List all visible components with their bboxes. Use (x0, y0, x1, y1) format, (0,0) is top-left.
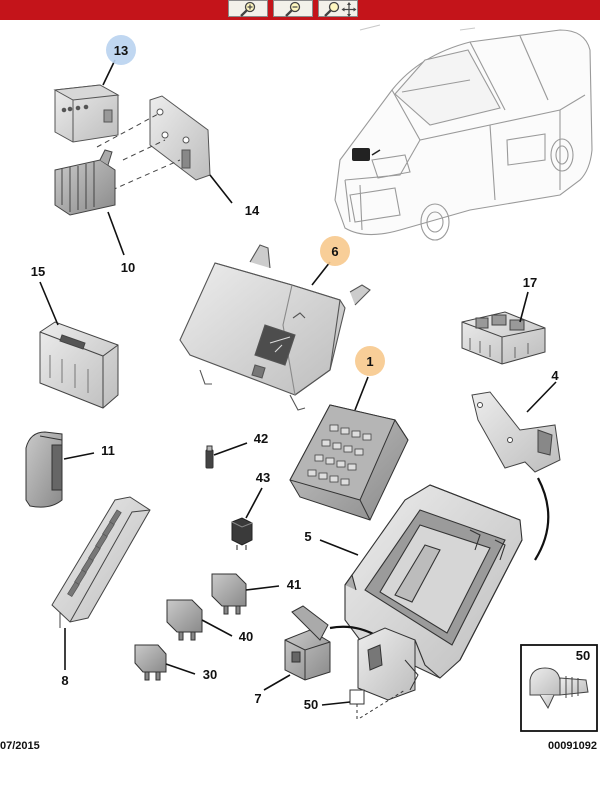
callout-15[interactable]: 15 (31, 264, 45, 279)
callout-40[interactable]: 40 (239, 629, 253, 644)
part-30-fuse (134, 644, 167, 681)
part-8-fuse-strip (51, 496, 151, 628)
magnifier-plus-icon (240, 1, 256, 17)
footer-reference: 00091092 (548, 740, 597, 752)
callout-11[interactable]: 11 (101, 443, 115, 458)
callout-43[interactable]: 43 (256, 470, 270, 485)
leader-7 (263, 674, 291, 691)
part-1-fusebox (289, 404, 409, 521)
magnifier-move-icon (324, 1, 357, 17)
callout-10[interactable]: 10 (121, 260, 135, 275)
leader-15 (39, 281, 59, 326)
part-15-module (39, 321, 119, 409)
leader-40 (201, 619, 233, 637)
leader-50 (321, 701, 351, 706)
part-43-relay (231, 517, 253, 550)
inset-50-fastener (520, 644, 598, 732)
part-5-mount (357, 627, 419, 701)
pan-zoom-button[interactable] (318, 0, 358, 17)
callout-5[interactable]: 5 (304, 529, 311, 544)
leader-17 (519, 291, 529, 323)
part-17-relay-block (461, 311, 546, 365)
part-11-cover (25, 431, 63, 508)
leader-1 (354, 376, 369, 411)
callout-4[interactable]: 4 (551, 368, 559, 383)
part-50-marker (349, 689, 406, 720)
callout-6-highlight (320, 236, 350, 266)
callout-41[interactable]: 41 (287, 577, 301, 592)
van-fusebox-location (352, 148, 381, 161)
leader-42 (213, 442, 248, 456)
callout-30[interactable]: 30 (203, 667, 217, 682)
inset-callout-50[interactable]: 50 (576, 648, 590, 663)
van-illustration (334, 24, 593, 241)
leader-5 (319, 539, 359, 556)
part-42-fuse (205, 445, 214, 469)
footer-date: 07/2015 (0, 740, 40, 752)
leader-11 (63, 452, 95, 460)
leader-30 (165, 663, 196, 675)
zoom-out-button[interactable] (273, 0, 313, 17)
callout-50[interactable]: 50 (304, 697, 318, 712)
callout-8[interactable]: 8 (61, 673, 68, 688)
part-4-bracket (471, 391, 561, 473)
callout-13-highlight (106, 35, 136, 65)
part-14-plate (149, 95, 211, 181)
parts-diagram: 13 14 10 6 15 17 1 4 11 42 43 5 41 40 30… (0, 24, 598, 752)
callout-1-highlight (355, 346, 385, 376)
callout-42[interactable]: 42 (254, 431, 268, 446)
magnifier-minus-icon (285, 1, 301, 17)
leader-4 (526, 381, 557, 413)
leader-13 (102, 59, 116, 86)
part-6-cover (179, 244, 371, 411)
callout-1[interactable]: 1 (366, 354, 373, 369)
part-7-clip (284, 605, 331, 681)
header-bar (0, 0, 600, 20)
leader-10 (107, 211, 125, 256)
callout-17[interactable]: 17 (523, 275, 537, 290)
callout-13[interactable]: 13 (114, 43, 128, 58)
part-10-connector (54, 149, 116, 216)
leader-6 (311, 261, 331, 286)
zoom-in-button[interactable] (228, 0, 268, 17)
part-13-connector (53, 84, 120, 143)
callout-6[interactable]: 6 (331, 244, 338, 259)
leader-14 (209, 174, 233, 204)
assembly-lines-13-14 (96, 112, 181, 191)
leader-41 (245, 585, 280, 591)
leader-43 (245, 487, 263, 519)
part-40-fuse (166, 599, 203, 641)
part-41-fuse (211, 573, 247, 615)
callout-7[interactable]: 7 (254, 691, 261, 706)
callout-14[interactable]: 14 (245, 203, 260, 218)
arc-4-to-5 (534, 477, 550, 561)
